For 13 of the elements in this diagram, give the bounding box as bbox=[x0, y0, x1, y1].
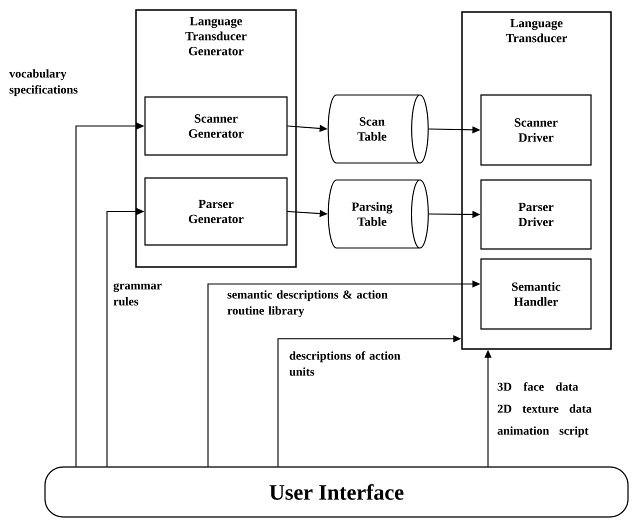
interface-bar: User Interface bbox=[44, 466, 629, 518]
edge-label: descriptions of action units bbox=[289, 351, 400, 376]
process-box: Parser Generator bbox=[144, 177, 288, 246]
process-box: Parser Driver bbox=[480, 179, 592, 250]
process-box: Scanner Generator bbox=[144, 96, 288, 156]
process-box: Semantic Handler bbox=[480, 258, 592, 330]
table-cylinder: Scan Table bbox=[328, 94, 429, 164]
process-box: Scanner Driver bbox=[480, 94, 592, 166]
edge-label: 3D face data 2D texture data animation script bbox=[498, 382, 592, 438]
table-cylinder: Parsing Table bbox=[328, 179, 429, 249]
edge-label: vocabulary specifications bbox=[9, 69, 78, 96]
edge-label: grammar rules bbox=[114, 283, 162, 306]
edge-label: semantic descriptions & action routine library bbox=[228, 290, 388, 318]
